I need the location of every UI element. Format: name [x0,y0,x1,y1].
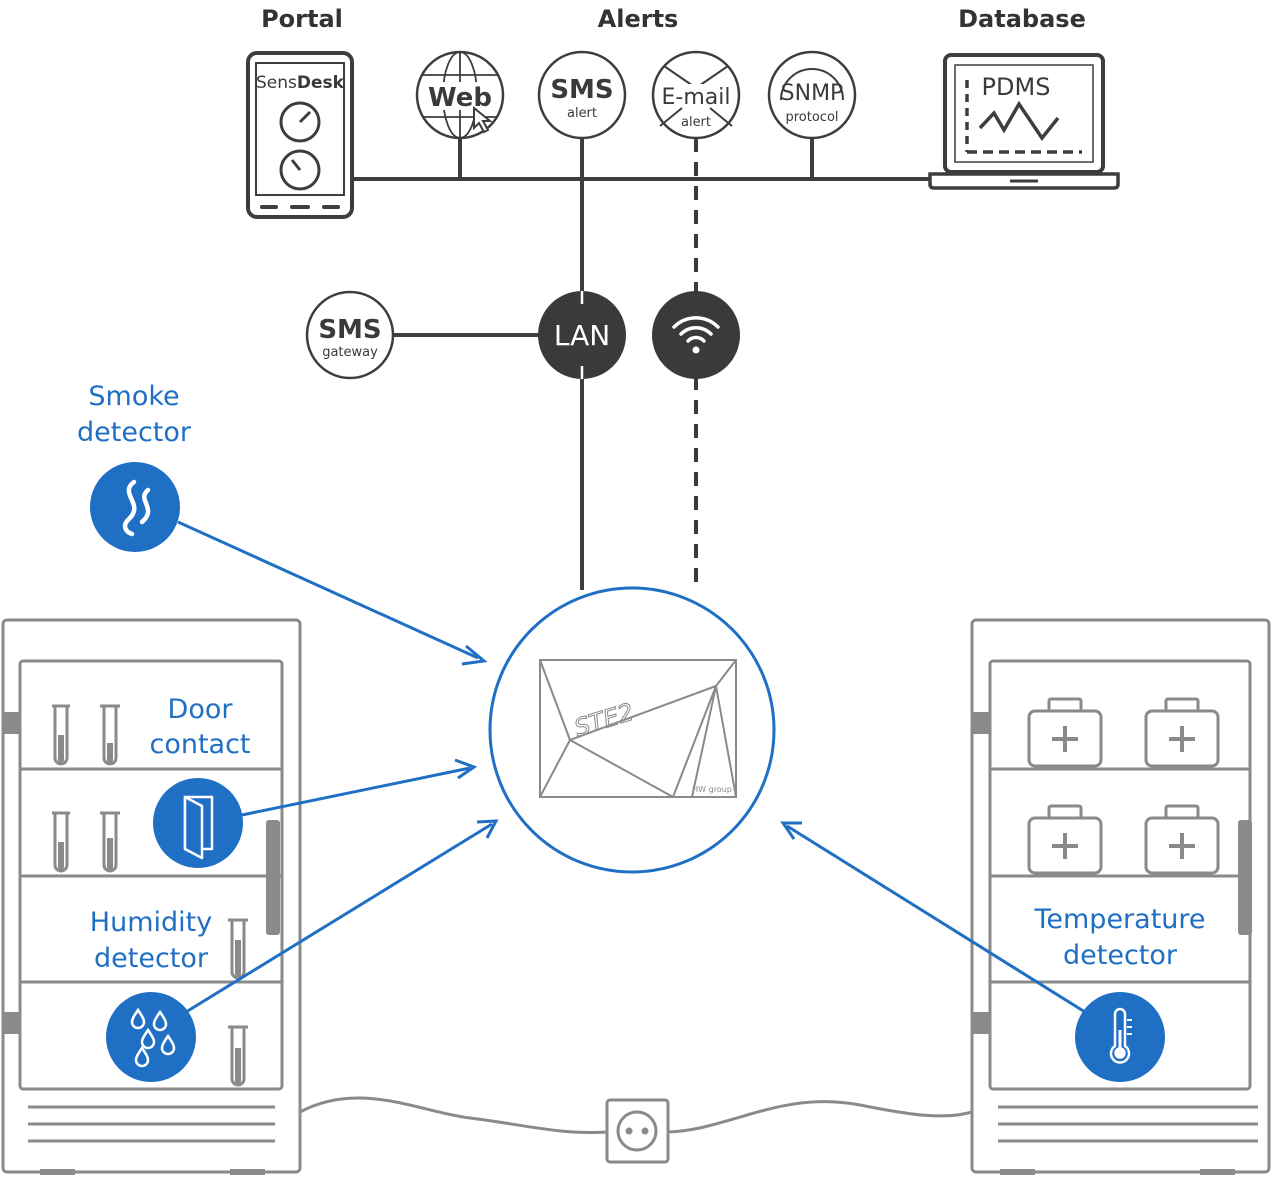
medkit-icon [1027,697,1103,768]
power-cable [299,1096,973,1134]
header-alerts: Alerts [598,5,679,33]
snmp-sub: protocol [785,110,838,125]
temperature-detector[interactable] [1075,992,1165,1082]
humidity-label-line1: Humidity [90,907,212,938]
portal-brand-light: Sens [256,73,297,93]
sms-alert-title: SMS [550,75,613,105]
email-alert-node[interactable]: E-mail alert [651,50,741,140]
lan-node[interactable]: LAN [538,291,626,379]
web-node[interactable]: Web [415,50,505,140]
sms-gateway-title: SMS [318,315,381,345]
portal-tablet[interactable]: SensDesk [246,51,354,219]
gauge-icon [279,149,321,191]
svg-text:SensDesk: SensDesk [256,73,345,93]
snmp-arc-icon [780,68,844,101]
temperature-label-line1: Temperature [1033,904,1205,935]
database-laptop[interactable]: PDMS [928,53,1120,190]
door-label-line1: Door [168,694,234,725]
network-lines [352,138,935,592]
hinge [3,712,21,734]
lan-label: LAN [554,319,610,352]
email-alert-title: E-mail [662,85,731,110]
snmp-node[interactable]: SNMP protocol [767,50,857,140]
sms-alert-node[interactable]: SMS alert [537,50,627,140]
tube-liquid [58,735,241,1084]
sms-alert-sub: alert [567,106,597,121]
sms-gateway-node[interactable]: SMS gateway [305,290,395,380]
pdms-label: PDMS [982,73,1051,101]
ste2-device[interactable]: STE2 HW group [488,586,776,874]
droplets-icon [130,1007,176,1068]
cabinet-handle[interactable] [266,820,280,935]
door-contact[interactable] [153,778,243,868]
humidity-detector[interactable] [106,992,196,1082]
maker-mark: HW group [692,785,732,794]
header-portal: Portal [261,5,343,33]
right-cabinet [970,618,1271,1175]
hinge [972,712,990,734]
header-database: Database [958,5,1086,33]
email-alert-sub: alert [681,115,711,130]
cursor-icon [473,105,493,134]
medkit-icon [1144,804,1220,875]
thermometer-icon [1109,1007,1132,1064]
hinge [3,1012,21,1034]
power-socket-icon[interactable] [605,1098,670,1164]
web-label: Web [428,83,492,113]
smoke-detector[interactable] [90,462,180,552]
flame-icon [122,479,151,537]
gauge-icon [279,101,321,143]
door-icon [183,795,214,860]
smoke-label-line1: Smoke [88,381,179,412]
door-label-line2: contact [149,729,250,760]
wifi-node[interactable] [652,291,740,379]
test-tubes [52,704,248,1087]
sms-gateway-sub: gateway [322,345,378,360]
temperature-label-line2: detector [1063,940,1178,971]
sensor-arrows [177,520,1086,1014]
smoke-label-line2: detector [77,417,192,448]
left-cabinet [1,618,302,1175]
wifi-icon [672,316,720,343]
portal-brand-bold: Desk [297,73,345,93]
snmp-title: SNMP [781,81,844,106]
medkit-icon [1144,697,1220,768]
chart-icon [965,80,1082,154]
medkit-icon [1027,804,1103,875]
hinge [972,1012,990,1034]
cabinet-handle[interactable] [1238,820,1252,935]
humidity-label-line2: detector [94,943,209,974]
